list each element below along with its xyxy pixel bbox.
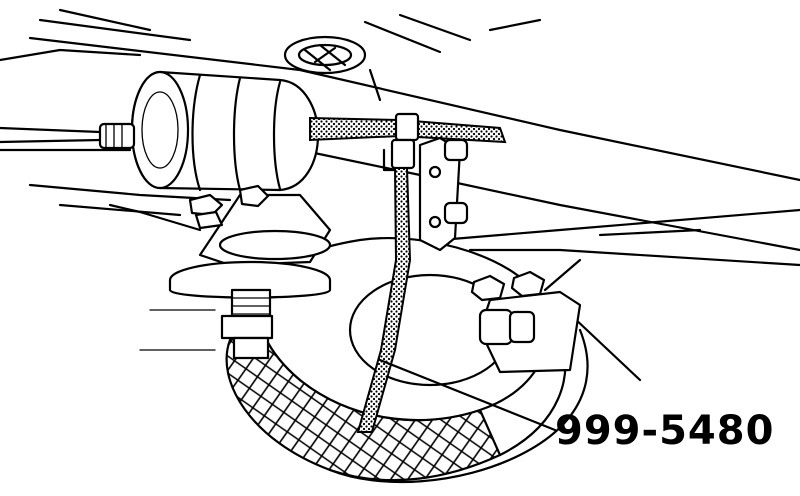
mounting-nut bbox=[470, 270, 546, 302]
part-number-label: 999-5480 bbox=[555, 408, 775, 454]
axle-mount-bracket bbox=[418, 136, 469, 252]
chassis-frame bbox=[0, 8, 800, 382]
callout-leader-line bbox=[378, 358, 557, 432]
shock-absorber bbox=[168, 260, 332, 360]
axle-arm bbox=[478, 258, 582, 374]
pressure-gauge-hose bbox=[356, 167, 412, 433]
tee-fitting bbox=[382, 112, 420, 172]
bracket-nut bbox=[188, 184, 270, 230]
fuel-filter bbox=[130, 70, 320, 192]
fuel-inlet-line bbox=[0, 122, 136, 150]
mounting-grommet bbox=[283, 35, 367, 75]
